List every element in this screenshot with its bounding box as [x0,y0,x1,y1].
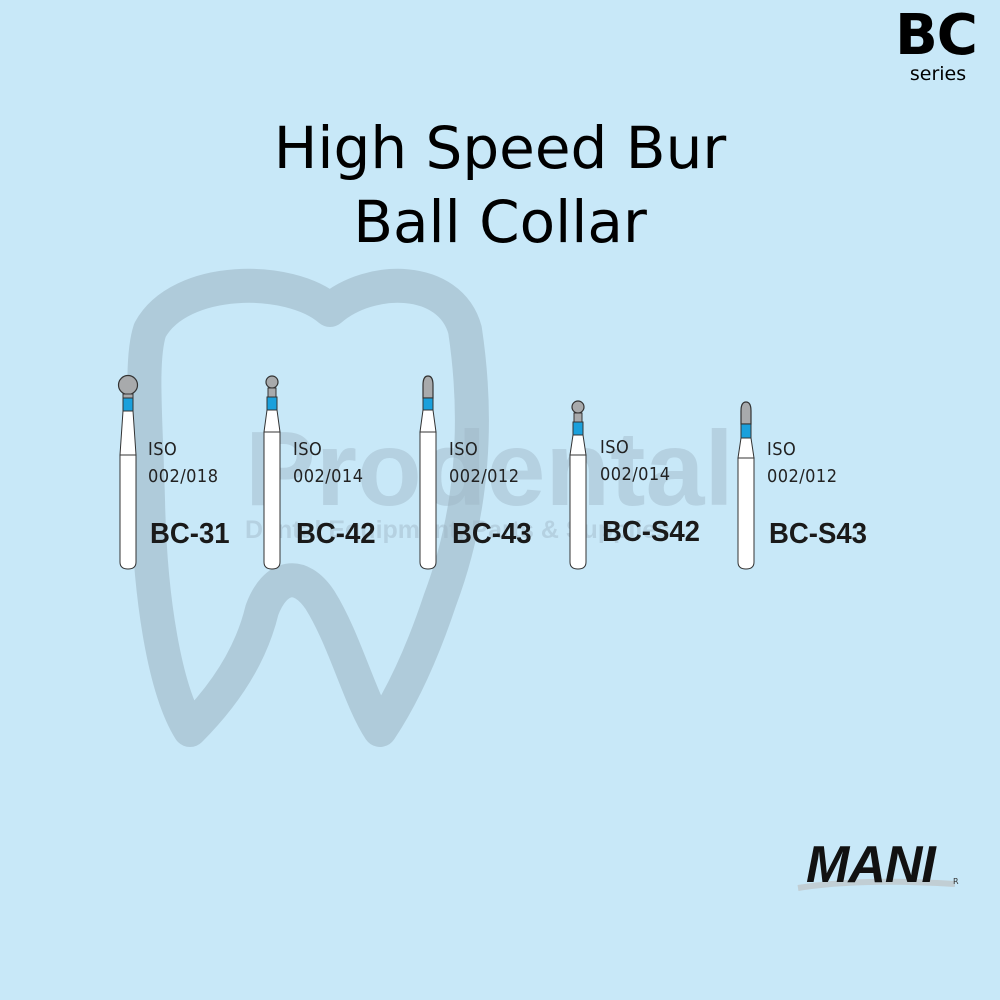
series-code: BC [895,3,978,68]
watermark-tagline: Dental Equipment, Parts & Supplies [245,516,670,544]
iso-label: ISO [148,439,178,460]
page-title: High Speed Bur [273,114,727,182]
tooth-watermark-icon [127,268,489,747]
bur-model-bc-42: BC-42 [296,518,376,550]
mani-logo: MANI R [797,836,959,894]
iso-code: 002/012 [449,466,520,487]
bur-model-bc-s43: BC-S43 [769,518,867,550]
iso-label: ISO [600,437,630,458]
bur-iso-bc-31: ISO 002/018 [148,436,218,490]
series-label: series [909,63,967,85]
bur-icon-bc-31 [117,374,139,570]
iso-label: ISO [293,439,323,460]
series-badge: BC series [886,3,986,85]
bur-model-bc-43: BC-43 [452,518,532,550]
logo-text: MANI [806,836,937,894]
bur-icon-bc-s43 [737,401,755,570]
bur-iso-bc-s42: ISO 002/014 [600,434,670,488]
page-subtitle: Ball Collar [353,188,647,256]
bur-icon-bc-43 [419,375,437,570]
watermark-brand: Prodental [245,410,734,528]
iso-label: ISO [449,439,479,460]
iso-code: 002/014 [293,466,364,487]
bur-model-bc-s42: BC-S42 [602,516,700,548]
logo-mark: R [953,877,959,886]
iso-code: 002/018 [148,466,219,487]
bur-model-bc-31: BC-31 [150,518,230,550]
iso-code: 002/014 [600,464,671,485]
iso-code: 002/012 [767,466,838,487]
iso-label: ISO [767,439,797,460]
bur-iso-bc-43: ISO 002/012 [449,436,519,490]
bur-iso-bc-42: ISO 002/014 [293,436,363,490]
bur-icon-bc-42 [263,375,281,570]
bur-icon-bc-s42 [569,400,587,570]
bur-iso-bc-s43: ISO 002/012 [767,436,837,490]
